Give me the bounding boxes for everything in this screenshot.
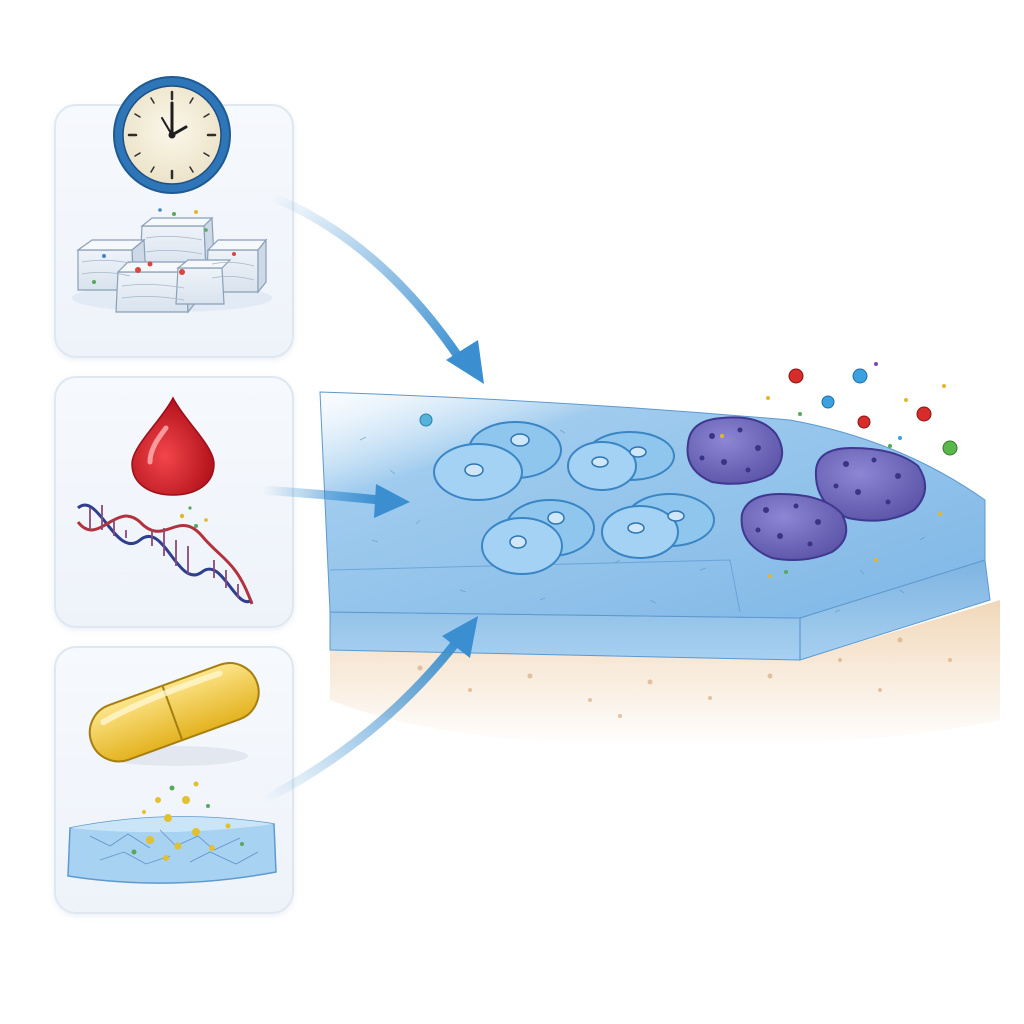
arrow-time-to-tissue — [265, 191, 484, 384]
normal-cell — [567, 431, 675, 491]
treated-tissue-icon — [67, 781, 277, 884]
abnormal-cell — [686, 416, 783, 485]
arrow-drug-to-tissue — [259, 616, 478, 805]
blood-drop-icon — [131, 396, 215, 496]
substrate-layer — [330, 600, 1000, 747]
clock-icon — [113, 76, 231, 194]
dna-helix-icon — [76, 503, 254, 605]
normal-cell — [481, 499, 595, 575]
capsule-icon — [88, 662, 260, 766]
arrow-blood-to-tissue — [257, 484, 410, 518]
tissue-blocks-icon — [72, 208, 272, 314]
abnormal-cell — [740, 492, 848, 561]
epithelium-with-cells — [319, 362, 1000, 747]
normal-cell — [433, 421, 562, 501]
normal-cell — [601, 493, 715, 559]
particles — [720, 362, 958, 578]
